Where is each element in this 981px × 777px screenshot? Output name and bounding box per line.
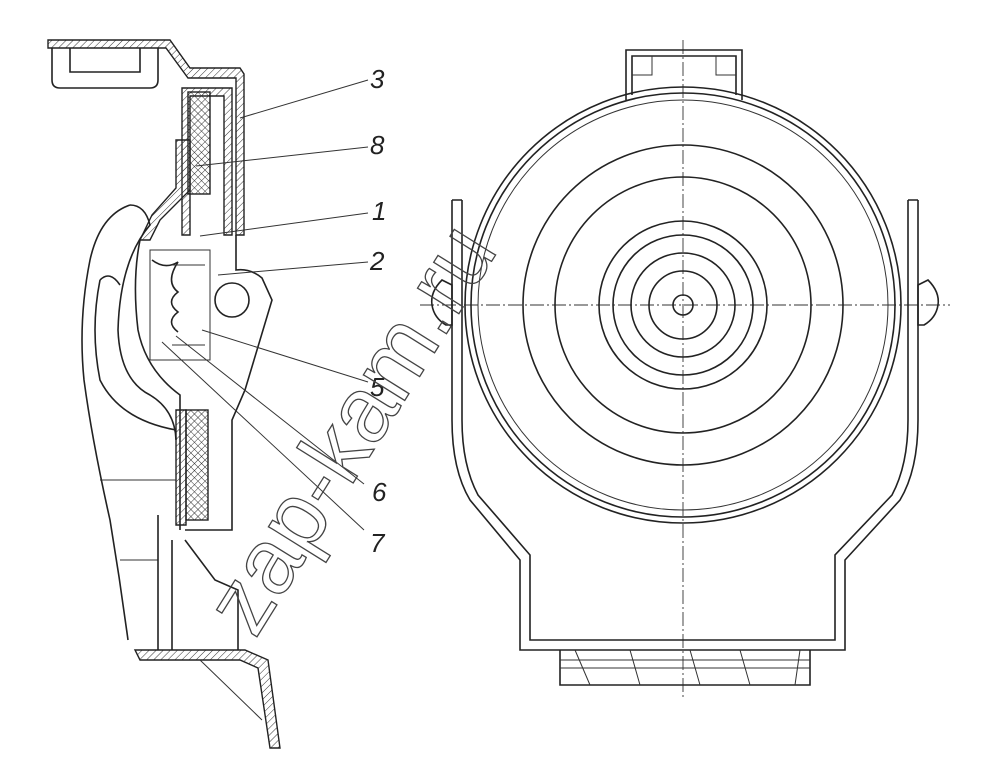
side-section-view — [47, 39, 281, 749]
leader-lines — [161, 79, 369, 531]
watermark: zap-kam.ru — [185, 206, 515, 650]
callout-3: 3 — [370, 64, 385, 94]
callout-8: 8 — [370, 130, 385, 160]
callout-labels: 3 8 1 2 5 6 7 — [369, 64, 387, 558]
callout-5: 5 — [370, 372, 385, 402]
callout-2: 2 — [369, 246, 385, 276]
front-view — [420, 40, 950, 700]
callout-7: 7 — [370, 528, 386, 558]
callout-1: 1 — [372, 196, 386, 226]
callout-6: 6 — [372, 477, 387, 507]
